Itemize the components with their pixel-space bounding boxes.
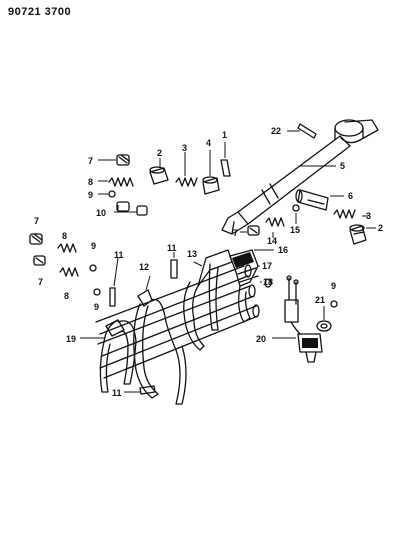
shift-fork-13 (183, 249, 259, 351)
plug-2-right (349, 224, 367, 245)
shift-fork-19 (99, 319, 137, 393)
callout-14: 14 (267, 236, 277, 246)
callout-4: 4 (206, 138, 211, 148)
callout-19: 19 (66, 334, 76, 344)
callout-10: 10 (96, 208, 106, 218)
spring-3-top (175, 177, 198, 187)
ball-9-left-b (93, 288, 101, 296)
callout-7-mid: 7 (233, 228, 238, 238)
switch-20 (284, 275, 323, 363)
leader-lines (80, 130, 376, 393)
callout-15: 15 (290, 225, 300, 235)
callout-8-top: 8 (88, 177, 93, 187)
shift-rails (95, 264, 272, 379)
pin-22 (297, 123, 317, 139)
callout-9-right: 9 (331, 281, 336, 291)
ball-15 (292, 204, 300, 212)
callout-18: 18 (263, 277, 273, 287)
callout-2-right: 2 (378, 223, 383, 233)
spring-3-right (333, 209, 356, 219)
callout-numbers: 22 1 4 3 2 5 7 8 9 10 6 3 2 15 14 7 16 1… (34, 126, 383, 398)
callout-9-top: 9 (88, 190, 93, 200)
callout-13: 13 (187, 249, 197, 259)
plug-2-top (149, 166, 169, 185)
callout-5: 5 (340, 161, 345, 171)
callout-1: 1 (222, 130, 227, 140)
callout-7-left-a: 7 (34, 216, 39, 226)
diagram-code: 90721 3700 (8, 6, 72, 18)
spring-8-top (108, 177, 134, 187)
callout-17: 17 (262, 261, 272, 271)
callout-21: 21 (315, 295, 325, 305)
sleeve-4 (202, 176, 220, 195)
pin-11-left (109, 287, 116, 307)
callout-2-top: 2 (157, 148, 162, 158)
pin-11-bottom (139, 385, 156, 395)
spring-14 (265, 217, 285, 227)
ball-9-left-a (89, 264, 97, 272)
callout-9-left-a: 9 (91, 241, 96, 251)
plug-7-left-a (29, 233, 43, 245)
bolt-6 (295, 189, 329, 211)
callout-11-left: 11 (114, 250, 124, 260)
plug-7-left-b (33, 255, 46, 266)
pin-11-mid (170, 259, 178, 279)
spring-8-left-a (57, 243, 77, 253)
ball-9-right (330, 300, 338, 308)
callout-16: 16 (278, 245, 288, 255)
interlock-10 (116, 201, 148, 216)
callout-11-mid: 11 (167, 243, 177, 253)
callout-3-right: 3 (366, 211, 371, 221)
callout-20: 20 (256, 334, 266, 344)
callout-6: 6 (348, 191, 353, 201)
plug-7-top (116, 154, 130, 166)
callout-7-left-b: 7 (38, 277, 43, 287)
callout-8-left-b: 8 (64, 291, 69, 301)
plug-7-mid (247, 225, 260, 236)
shift-fork-12 (133, 289, 187, 405)
callout-22: 22 (271, 126, 281, 136)
callout-7-top: 7 (88, 156, 93, 166)
callout-3-top: 3 (182, 143, 187, 153)
pin-1 (220, 159, 231, 177)
washer-21 (316, 320, 332, 332)
callout-9-left-b: 9 (94, 302, 99, 312)
callout-8-left-a: 8 (62, 231, 67, 241)
callout-11-bottom: 11 (112, 388, 122, 398)
spring-8-left-b (59, 267, 79, 277)
ball-9-top (108, 190, 116, 198)
shift-rail-assembly (221, 119, 379, 235)
callout-12: 12 (139, 262, 149, 272)
